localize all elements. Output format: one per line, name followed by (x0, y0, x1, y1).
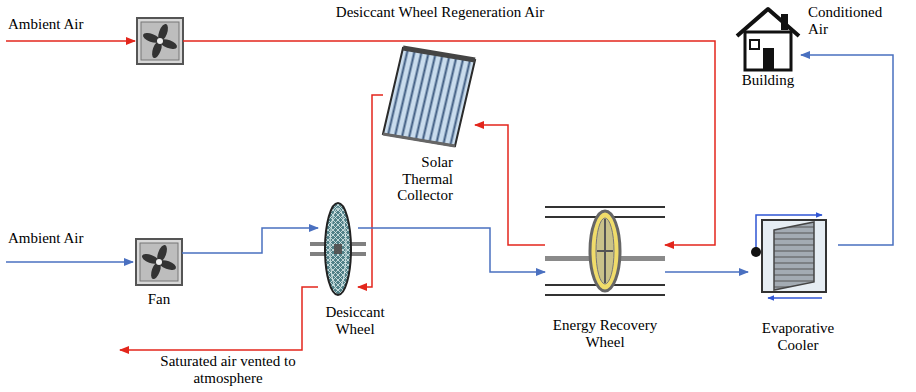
airflow-arrow (358, 95, 383, 287)
component-label: Ambient Air (8, 16, 120, 33)
energy-recovery-wheel: Energy Recovery Wheel (545, 205, 665, 297)
fan-unit: Ambient Air (137, 18, 183, 64)
evaporative-cooler-icon (751, 215, 826, 298)
inlet-line (6, 41, 135, 262)
airflow-arrow (182, 228, 318, 253)
airflow-arrow (801, 55, 893, 245)
component-label: Ambient Air (8, 230, 120, 247)
solar-collector: Solar Thermal Collector (383, 48, 475, 146)
building: Building (735, 6, 801, 70)
component-label: Evaporative Cooler (748, 320, 848, 353)
building-icon (737, 9, 799, 70)
airflow-arrow (665, 271, 748, 273)
evaporative-cooler: Evaporative Cooler (748, 212, 838, 296)
flow-label: Conditioned Air (808, 4, 888, 37)
fan-icon (136, 239, 182, 285)
component-label: Solar Thermal Collector (378, 154, 453, 204)
fan-icon (137, 18, 183, 64)
component-label: Building (728, 72, 808, 89)
solar-collector-icon (383, 48, 475, 146)
airflow-arrow (475, 125, 545, 245)
energy-recovery-wheel-icon (545, 207, 665, 295)
fan-unit: Ambient AirFan (136, 239, 182, 285)
vent-line (120, 287, 318, 350)
desiccant-wheel: Desiccant Wheel (318, 200, 358, 298)
component-label: Desiccant Wheel (313, 304, 397, 337)
desiccant-wheel-icon (310, 203, 366, 295)
component-caption: Fan (129, 291, 189, 308)
airflow-arrow (358, 228, 545, 272)
airflow-arrow (183, 41, 715, 245)
note-label: Saturated air vented to atmosphere (158, 353, 298, 386)
component-label: Energy Recovery Wheel (540, 317, 670, 350)
flow-label: Desiccant Wheel Regeneration Air (280, 4, 600, 21)
